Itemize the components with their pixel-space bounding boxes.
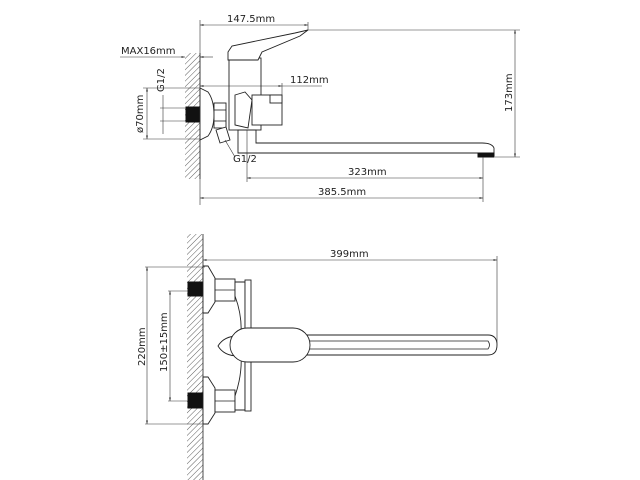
wall-hatch [187, 234, 203, 480]
dim-173: 173mm [504, 73, 515, 112]
lever-handle-top [229, 327, 311, 363]
escutcheon-upper [202, 265, 216, 314]
side-view: 147.5mm 173mm MAX16mm G1/2 ø70mm 112mm G… [120, 14, 520, 205]
wall-pipe [185, 106, 201, 123]
escutcheon-lower [202, 376, 216, 425]
inlet-pipe-upper [187, 281, 204, 297]
spout-top [299, 334, 498, 356]
escutcheon [199, 87, 215, 141]
dim-112: 112mm [290, 75, 329, 86]
dim-max16: MAX16mm [121, 46, 176, 57]
lever-handle [227, 29, 309, 61]
dim-220: 220mm [137, 327, 148, 366]
dim-147-5: 147.5mm [227, 14, 275, 25]
dim-g12-bottom: G1/2 [233, 154, 257, 165]
dim-385-5: 385.5mm [318, 187, 366, 198]
diverter [215, 126, 231, 144]
dim-399: 399mm [330, 249, 369, 260]
dim-g12-top: G1/2 [156, 68, 167, 92]
top-view: 399mm 220mm 150±15mm [137, 234, 498, 480]
spout [237, 129, 495, 158]
dim-150-15: 150±15mm [159, 312, 170, 372]
dim-d70: ø70mm [135, 95, 146, 133]
hex-nut [213, 102, 227, 129]
dim-323: 323mm [348, 167, 387, 178]
inlet-pipe-lower [187, 392, 204, 409]
